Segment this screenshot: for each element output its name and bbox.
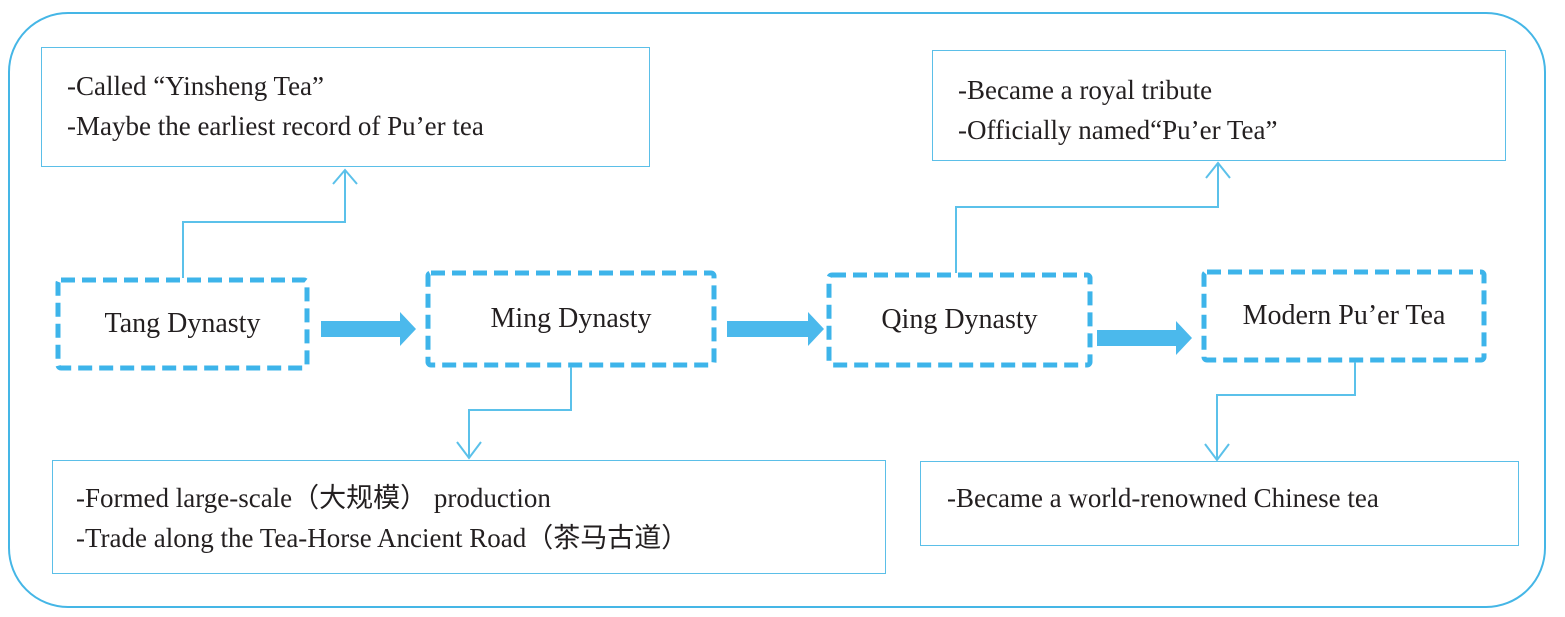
note-line: -Became a royal tribute	[958, 75, 1213, 105]
era-label: Qing Dynasty	[881, 304, 1038, 335]
note-line: -Called “Yinsheng Tea”	[67, 71, 325, 101]
era-label: Tang Dynasty	[104, 308, 261, 339]
connector-ming-note	[456, 367, 572, 460]
arrow-qing-to-modern	[1097, 321, 1192, 355]
era-label: Modern Pu’er Tea	[1242, 300, 1446, 331]
note-tang: -Called “Yinsheng Tea” -Maybe the earlie…	[41, 47, 650, 167]
era-tang: Tang Dynasty	[58, 280, 307, 368]
note-line: -Officially named“Pu’er Tea”	[958, 115, 1278, 145]
note-line: -Maybe the earliest record of Pu’er tea	[67, 111, 484, 141]
connector-tang-note	[182, 168, 358, 278]
era-modern: Modern Pu’er Tea	[1204, 272, 1484, 360]
connector-modern-note	[1204, 362, 1356, 462]
arrow-ming-to-qing	[727, 312, 824, 346]
tang-box-border	[55, 277, 310, 371]
note-line: -Became a world-renowned Chinese tea	[947, 483, 1379, 513]
arrow-tang-to-ming	[321, 312, 416, 346]
note-line: -Formed large-scale（大规模） production	[76, 483, 551, 513]
note-modern: -Became a world-renowned Chinese tea	[920, 461, 1519, 546]
era-label: Ming Dynasty	[490, 303, 652, 334]
modern-box-border	[1201, 269, 1487, 363]
ming-box-border	[425, 270, 717, 368]
note-line: -Trade along the Tea-Horse Ancient Road（…	[76, 523, 689, 553]
note-ming: -Formed large-scale（大规模） production -Tra…	[52, 460, 886, 574]
era-ming: Ming Dynasty	[428, 273, 714, 365]
qing-box-border	[826, 272, 1093, 368]
note-qing: -Became a royal tribute -Officially name…	[932, 50, 1506, 161]
connector-qing-note	[955, 161, 1231, 273]
era-qing: Qing Dynasty	[829, 275, 1090, 365]
diagram-frame	[8, 12, 1546, 608]
